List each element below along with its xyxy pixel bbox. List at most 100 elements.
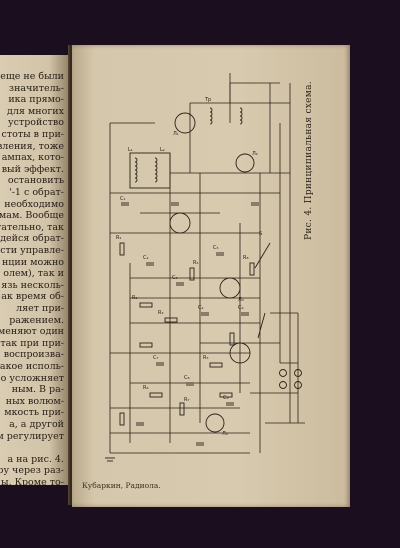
body-text-line: олем), так и	[3, 268, 64, 280]
resistor	[164, 317, 178, 323]
body-text-line: ак время об-	[1, 291, 64, 303]
body-text-line: о усложняет	[0, 372, 64, 384]
component-label: Л₂	[252, 151, 258, 157]
body-text-line: ным. В ра-	[11, 384, 64, 396]
coil-winding	[239, 119, 243, 125]
component-label: R₆	[143, 385, 148, 391]
component-label: Л₄	[222, 431, 228, 437]
body-text-line: язь несколь-	[1, 279, 64, 291]
resistor	[249, 262, 255, 276]
tube	[219, 277, 241, 299]
coil-winding	[134, 165, 138, 171]
component-label: C₆	[238, 305, 244, 311]
tube	[174, 112, 196, 134]
body-text-line: для многих	[6, 105, 64, 117]
body-text-line: тательно, так	[0, 221, 64, 233]
body-text-line: дейся обрат-	[0, 233, 64, 245]
body-text-line: '-1 с обрат-	[9, 187, 64, 198]
body-text-line: сти управле-	[0, 245, 64, 256]
component-label: C₁	[120, 196, 126, 202]
coil-winding	[154, 177, 158, 183]
lamp	[294, 381, 302, 389]
coil-winding	[239, 115, 243, 121]
body-text-line: ляет при-	[16, 303, 64, 314]
component-label: C₂	[143, 255, 149, 261]
book-gutter	[68, 45, 74, 505]
body-text-line: необходимо	[4, 198, 64, 210]
coil-winding	[239, 111, 243, 117]
component-label: Л₁	[173, 131, 179, 137]
component-label: R₁	[116, 235, 121, 241]
coil-winding	[154, 161, 158, 167]
component-label: R₈	[243, 255, 248, 261]
body-text-line: воспроизва-	[3, 349, 64, 361]
resistor	[189, 267, 195, 281]
component-label: L₁	[128, 147, 133, 153]
body-text-line: стоты в при-	[1, 129, 64, 140]
tube	[169, 212, 191, 234]
body-text-line: устройство	[8, 117, 64, 129]
body-text-line: м регулирует	[0, 430, 64, 442]
transformer-frame	[129, 152, 171, 189]
component-label: Л₃	[238, 297, 244, 303]
coil-winding	[154, 157, 158, 163]
body-text-line: вления, тоже	[0, 140, 64, 152]
body-text-line: ражением.	[9, 314, 64, 326]
tube	[205, 413, 225, 433]
lamp	[279, 381, 287, 389]
component-label: R₅	[203, 355, 208, 361]
body-text-line: а на рис. 4.	[7, 453, 64, 465]
resistor	[219, 392, 233, 398]
component-label: C₈	[184, 375, 190, 381]
body-text-line: вый эффект.	[1, 163, 64, 175]
resistor	[139, 342, 153, 348]
coil-winding	[134, 173, 138, 179]
body-text-line: ных волюм-	[5, 395, 64, 407]
component-label: R₄	[193, 260, 198, 266]
body-text-line: мкость при-	[4, 407, 64, 419]
coil-winding	[239, 107, 243, 113]
tube	[229, 342, 251, 364]
resistor	[209, 362, 223, 368]
lamp	[279, 369, 287, 377]
resistor	[229, 332, 235, 346]
page-footer: Кубаркин, Радиола.	[82, 481, 161, 490]
body-text-line: так при при-	[0, 337, 64, 349]
component-label: Тр	[204, 97, 211, 103]
component-label: C₅	[213, 245, 219, 251]
component-label: C₇	[153, 355, 159, 361]
resistor	[149, 392, 163, 398]
resistor	[139, 302, 153, 308]
coil-winding	[154, 169, 158, 175]
body-text-line: еще не были	[0, 71, 64, 82]
body-text-line: значитель-	[8, 82, 64, 94]
coil-winding	[134, 157, 138, 163]
component-label: C₃	[172, 275, 178, 281]
resistor	[119, 412, 125, 426]
component-label: L₂	[160, 147, 165, 153]
body-text-line: меняют один	[0, 326, 64, 338]
component-label: C₉	[223, 395, 229, 401]
coil-winding	[134, 177, 138, 183]
resistor	[179, 402, 185, 416]
body-text-line: остановить	[7, 175, 64, 187]
body-text-line: а, а другой	[9, 419, 64, 430]
body-text-line: ика прямо-	[8, 94, 64, 106]
component-label: R₂	[132, 295, 137, 301]
lamp	[294, 369, 302, 377]
body-text-line: ммам. Вообще	[0, 210, 64, 222]
body-text-line: такое исполь-	[0, 361, 64, 372]
resistor	[119, 242, 125, 256]
coil-winding	[154, 165, 158, 171]
coil-winding	[209, 107, 213, 113]
coil-winding	[134, 169, 138, 175]
coil-winding	[209, 111, 213, 117]
figure-caption: Рис. 4. Принципиальная схема.	[304, 81, 314, 240]
coil-winding	[209, 119, 213, 125]
component-label: R₃	[158, 310, 163, 316]
component-label: R₇	[184, 397, 189, 403]
body-text-line: нции можно	[1, 256, 64, 268]
